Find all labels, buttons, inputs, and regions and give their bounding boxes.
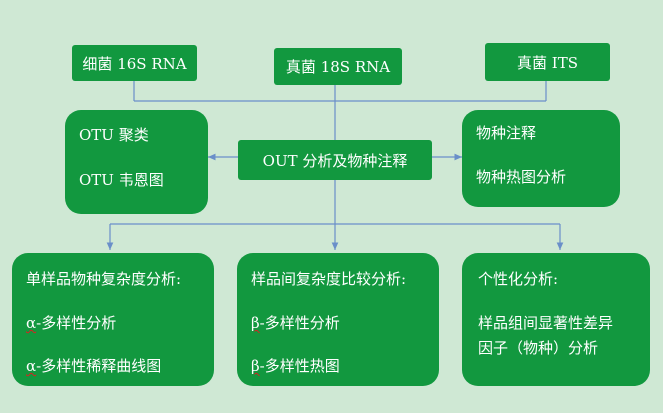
personalized-line2: 因子（物种）分析 — [478, 339, 599, 357]
personalized-line1: 样品组间显著性差异 — [478, 314, 614, 332]
alpha-diversity-text: -多样性分析 — [36, 314, 117, 332]
fungi-18s-label: 真菌 18S RNA — [285, 58, 391, 76]
beta-heatmap-line: β-多样性热图 — [251, 356, 340, 376]
beta-heatmap-text: -多样性热图 — [259, 357, 340, 375]
fungi-18s-box: 真菌 18S RNA — [274, 48, 402, 85]
fungi-its-label: 真菌 ITS — [517, 53, 578, 72]
alpha-diversity-line: α-多样性分析 — [26, 313, 116, 333]
out-analysis-box: OUT 分析及物种注释 — [238, 140, 432, 180]
personalized-title: 个性化分析: — [478, 270, 559, 288]
between-sample-box: 样品间复杂度比较分析: β-多样性分析 β-多样性热图 — [237, 253, 439, 386]
beta-symbol: β — [251, 314, 260, 332]
single-sample-box: 单样品物种复杂度分析: α-多样性分析 α-多样性稀释曲线图 — [12, 253, 214, 386]
single-sample-title: 单样品物种复杂度分析: — [26, 270, 182, 288]
annotation-box: 物种注释 物种热图分析 — [462, 110, 620, 207]
out-analysis-label: OUT 分析及物种注释 — [262, 151, 408, 170]
beta-diversity-text: -多样性分析 — [259, 314, 340, 332]
alpha-rarefaction-text: -多样性稀释曲线图 — [36, 357, 162, 375]
bacteria-16s-box: 细菌 16S RNA — [72, 45, 197, 81]
fungi-its-box: 真菌 ITS — [485, 43, 610, 81]
alpha-symbol: α — [26, 314, 37, 332]
species-annotation-label: 物种注释 — [476, 124, 537, 142]
species-heatmap-label: 物种热图分析 — [476, 168, 567, 186]
bacteria-16s-label: 细菌 16S RNA — [82, 54, 187, 73]
personalized-box: 个性化分析: 样品组间显著性差异 因子（物种）分析 — [462, 253, 650, 386]
alpha-rarefaction-line: α-多样性稀释曲线图 — [26, 356, 161, 376]
alpha-symbol-2: α — [26, 357, 37, 375]
beta-symbol-2: β — [251, 357, 260, 375]
otu-venn-label: OTU 韦恩图 — [79, 171, 164, 189]
otu-box: OTU 聚类 OTU 韦恩图 — [65, 110, 208, 214]
between-sample-title: 样品间复杂度比较分析: — [251, 270, 407, 288]
otu-clustering-label: OTU 聚类 — [79, 126, 149, 144]
beta-diversity-line: β-多样性分析 — [251, 313, 340, 333]
